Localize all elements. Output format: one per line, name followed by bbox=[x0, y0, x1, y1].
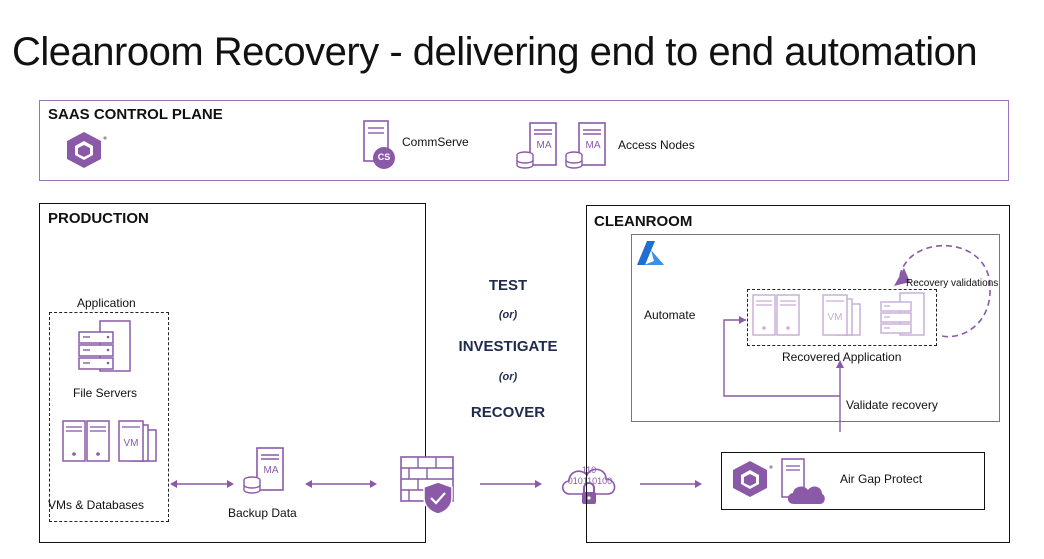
commvault-logo-icon bbox=[733, 461, 773, 497]
test-label: TEST bbox=[488, 277, 528, 294]
arrow-right-icon bbox=[480, 480, 542, 488]
azure-logo-icon bbox=[637, 241, 664, 265]
application-label: Application bbox=[77, 296, 136, 310]
file-server-rack-icon bbox=[78, 320, 131, 372]
production-heading: PRODUCTION bbox=[48, 210, 149, 227]
vm-server-icon bbox=[118, 420, 157, 462]
automation-flow-lines bbox=[723, 316, 844, 432]
recovered-database-server-icon bbox=[752, 294, 800, 336]
commserve-badge: CS bbox=[377, 152, 391, 162]
access-node-ma-badge-2: MA bbox=[585, 140, 601, 151]
access-node-server-icon bbox=[516, 122, 557, 169]
recovered-file-server-icon bbox=[880, 292, 925, 336]
recovery-validations-label: Recovery validations bbox=[906, 278, 999, 289]
backup-media-agent-icon bbox=[243, 447, 284, 494]
double-arrow-icon bbox=[305, 480, 377, 488]
saas-control-plane-box bbox=[39, 100, 1009, 181]
commvault-logo-icon bbox=[67, 132, 107, 168]
or-label-2: (or) bbox=[498, 371, 518, 383]
double-arrow-icon bbox=[170, 480, 234, 488]
secure-cloud-data-icon bbox=[561, 468, 616, 504]
air-gap-protect-label: Air Gap Protect bbox=[840, 472, 923, 486]
production-box bbox=[39, 203, 426, 543]
recovered-vm-server-icon bbox=[822, 294, 861, 336]
cloud-storage-server-icon bbox=[781, 458, 825, 504]
saas-heading: SAAS CONTROL PLANE bbox=[48, 106, 223, 123]
page-title: Cleanroom Recovery - delivering end to e… bbox=[12, 30, 978, 74]
vms-databases-label: VMs & Databases bbox=[48, 498, 145, 512]
investigate-label: INVESTIGATE bbox=[458, 338, 558, 355]
automate-label: Automate bbox=[644, 308, 696, 322]
cleanroom-box bbox=[586, 205, 1010, 543]
recover-label: RECOVER bbox=[470, 404, 546, 421]
commserve-server-icon bbox=[363, 120, 395, 169]
backup-ma-badge: MA bbox=[263, 465, 279, 476]
azure-environment-box bbox=[631, 234, 1000, 422]
database-server-icon bbox=[62, 420, 110, 462]
or-label-1: (or) bbox=[498, 309, 518, 321]
recovered-application-box bbox=[747, 289, 937, 346]
vm-badge-recovered: VM bbox=[827, 312, 843, 323]
binary-bottom: 010110100 bbox=[567, 476, 613, 486]
access-node-ma-badge-1: MA bbox=[536, 140, 552, 151]
application-group-box bbox=[49, 312, 169, 522]
recovered-application-label: Recovered Application bbox=[782, 350, 902, 364]
air-gap-protect-box bbox=[721, 452, 985, 510]
recovery-validation-loop-icon bbox=[894, 244, 991, 338]
vm-badge-production: VM bbox=[123, 438, 139, 449]
cleanroom-heading: CLEANROOM bbox=[594, 213, 693, 230]
validate-recovery-label: Validate recovery bbox=[846, 398, 938, 412]
backup-data-label: Backup Data bbox=[228, 506, 297, 520]
binary-top: 110 bbox=[581, 465, 597, 475]
firewall-shield-icon bbox=[400, 456, 454, 515]
commserve-label: CommServe bbox=[402, 135, 469, 149]
arrow-right-icon bbox=[640, 480, 702, 488]
access-nodes-label: Access Nodes bbox=[618, 138, 695, 152]
access-node-server-icon bbox=[565, 122, 606, 169]
file-servers-label: File Servers bbox=[73, 386, 138, 400]
